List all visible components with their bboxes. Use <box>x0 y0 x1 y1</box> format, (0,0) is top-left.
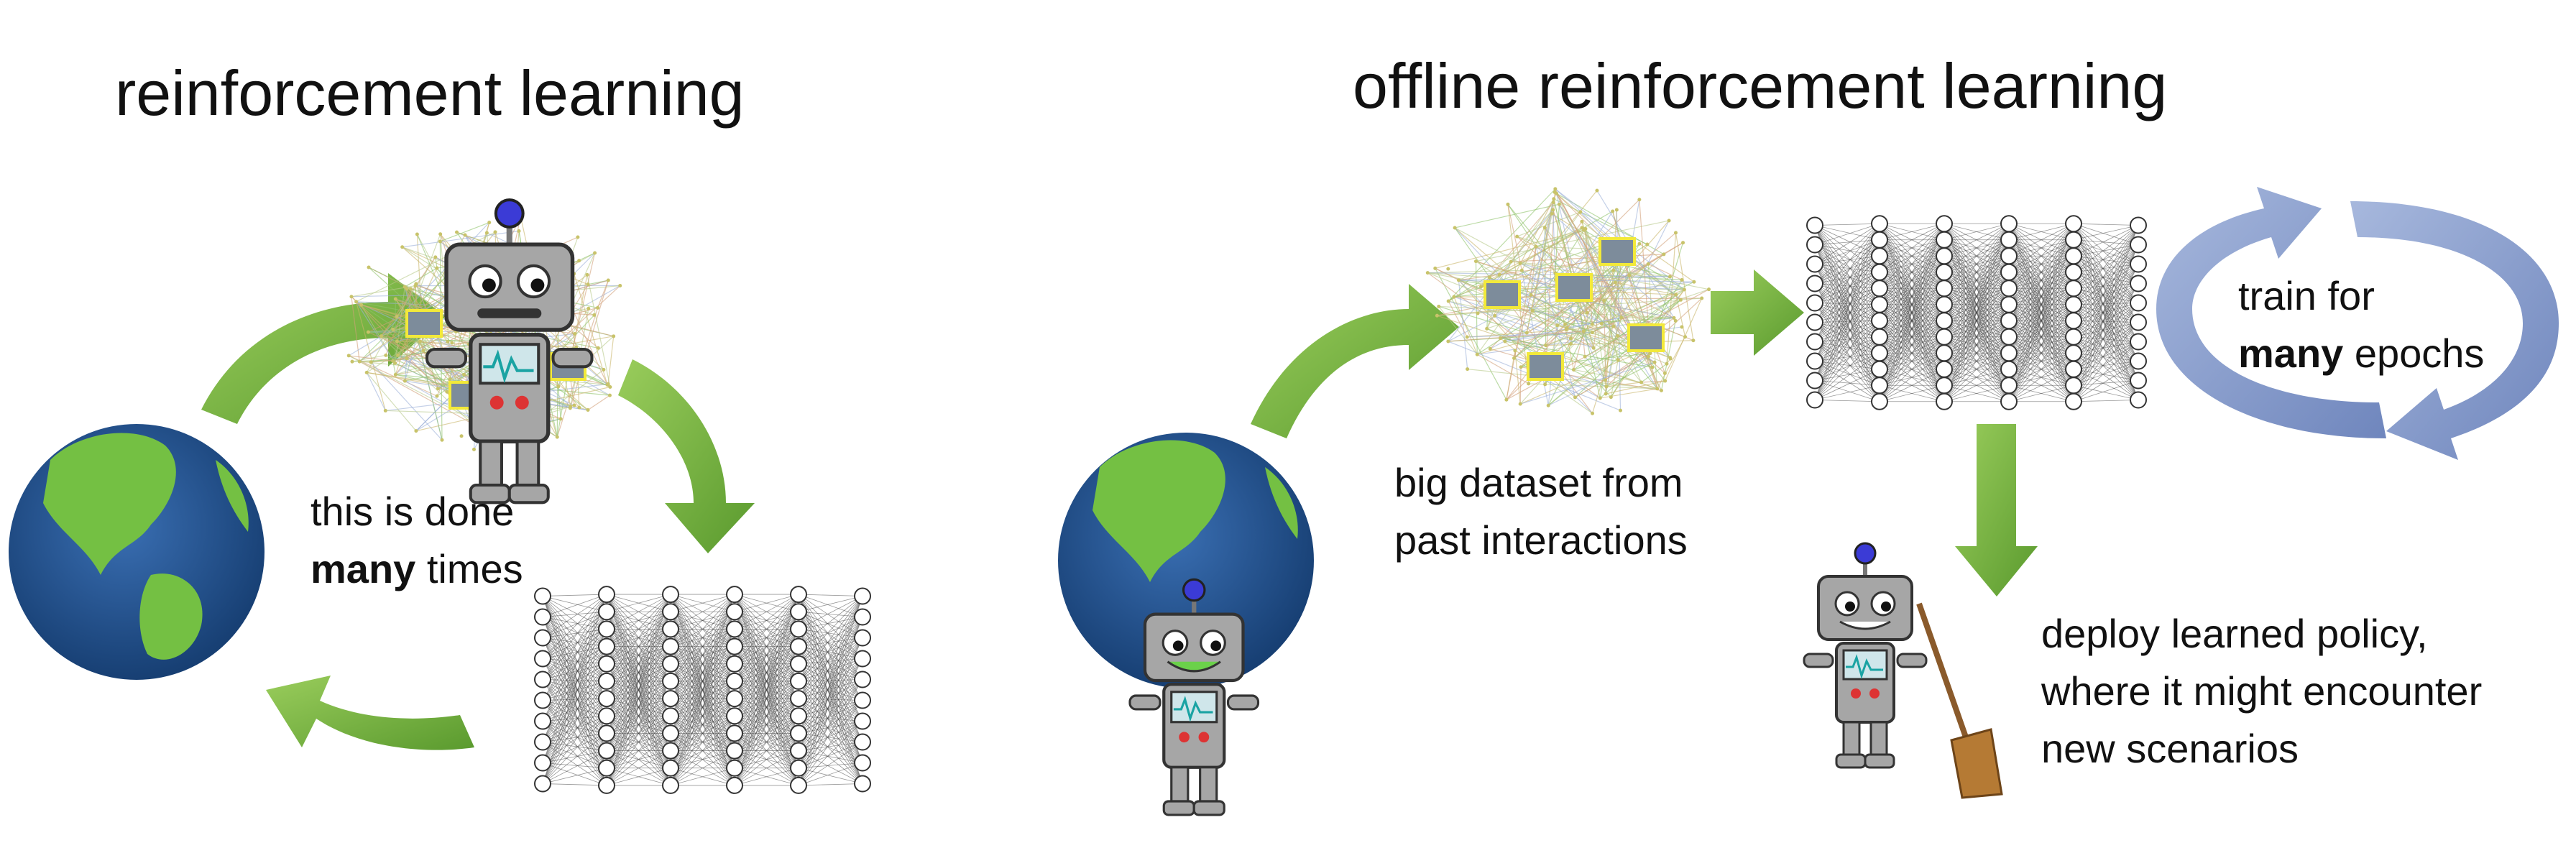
caption-deploy-line2: where it might encounter <box>2041 668 2483 714</box>
arrow-to-deploy <box>1955 424 2038 596</box>
caption-loop-emphasis: many <box>310 546 416 591</box>
loop-arrow-to-network <box>618 359 755 553</box>
earth-globe-icon <box>1058 433 1314 688</box>
broom-icon <box>1916 602 2003 799</box>
arrow-to-dataset <box>1251 284 1459 438</box>
robot-icon <box>1128 578 1260 816</box>
caption-loop-rest: times <box>415 546 523 591</box>
caption-dataset-line2: past interactions <box>1394 517 1688 563</box>
caption-train-line1: train for <box>2238 273 2375 318</box>
graph-network-icon <box>1425 187 1711 415</box>
title-offline-reinforcement-learning: offline reinforcement learning <box>1353 50 2168 121</box>
training-cycle-arrows <box>2156 187 2559 460</box>
neural-network-icon <box>1806 215 2147 410</box>
robot-icon <box>1803 542 1928 769</box>
caption-loop-line1: this is done <box>310 489 515 534</box>
earth-globe-icon <box>9 424 264 680</box>
arrow-to-network <box>1711 269 1804 356</box>
neural-network-icon <box>534 586 871 794</box>
caption-loop-line2: many times <box>310 540 523 598</box>
title-reinforcement-learning: reinforcement learning <box>115 57 745 129</box>
caption-deploy-line3: new scenarios <box>2041 726 2299 771</box>
caption-train: train for many epochs <box>2238 267 2484 382</box>
caption-deploy-line1: deploy learned policy, <box>2041 611 2428 656</box>
caption-train-rest: epochs <box>2343 331 2485 376</box>
caption-train-emphasis: many <box>2238 331 2344 376</box>
loop-arrow-to-earth <box>266 676 474 750</box>
caption-dataset-line1: big dataset from <box>1394 460 1683 505</box>
caption-dataset: big dataset from past interactions <box>1394 454 1688 569</box>
caption-train-line2: many epochs <box>2238 325 2484 382</box>
robot-icon <box>425 198 594 504</box>
caption-loop-repeated: this is done many times <box>310 483 523 598</box>
caption-deploy: deploy learned policy, where it might en… <box>2041 605 2482 778</box>
